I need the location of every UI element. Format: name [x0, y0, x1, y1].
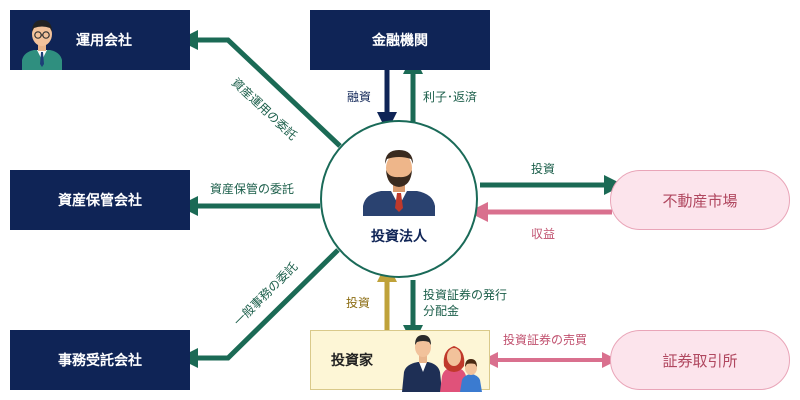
- node-investment-corp-label: 投資法人: [371, 229, 427, 245]
- node-custodian: 資産保管会社: [10, 170, 190, 230]
- node-stock-exchange: 証券取引所: [610, 330, 790, 390]
- node-admin-agent: 事務受託会社: [10, 330, 190, 390]
- bearded-businessman-icon: [363, 150, 435, 216]
- label-loan: 融資: [347, 90, 372, 104]
- node-financial-institution-label: 金融機関: [372, 33, 428, 49]
- label-issuance-line1: 投資証券の発行: [423, 288, 508, 302]
- label-investor-investment: 投資: [346, 296, 371, 310]
- label-issuance-line2: 分配金: [423, 304, 460, 318]
- node-custodian-label: 資産保管会社: [58, 193, 142, 209]
- arrow-asset-management: [178, 30, 342, 148]
- businessman-icon: [22, 20, 62, 70]
- node-investment-corp: 投資法人: [320, 120, 478, 278]
- node-real-estate-market-label: 不動産市場: [662, 191, 738, 210]
- arrow-general-admin: [178, 248, 340, 368]
- node-financial-institution: 金融機関: [310, 10, 490, 70]
- investor-group-icon: [402, 335, 482, 392]
- node-real-estate-market: 不動産市場: [610, 170, 790, 230]
- label-revenue: 収益: [531, 227, 556, 241]
- node-asset-manager-label: 運用会社: [76, 33, 132, 49]
- label-investment-market: 投資: [531, 162, 556, 176]
- node-asset-manager: 運用会社: [10, 10, 190, 70]
- node-investors-label: 投資家: [331, 353, 373, 369]
- label-interest-repayment: 利子･返済: [423, 90, 478, 104]
- node-admin-agent-label: 事務受託会社: [58, 353, 142, 369]
- label-asset-custody: 資産保管の委託: [210, 182, 295, 196]
- label-trading: 投資証券の売買: [503, 333, 588, 347]
- node-stock-exchange-label: 証券取引所: [662, 351, 738, 370]
